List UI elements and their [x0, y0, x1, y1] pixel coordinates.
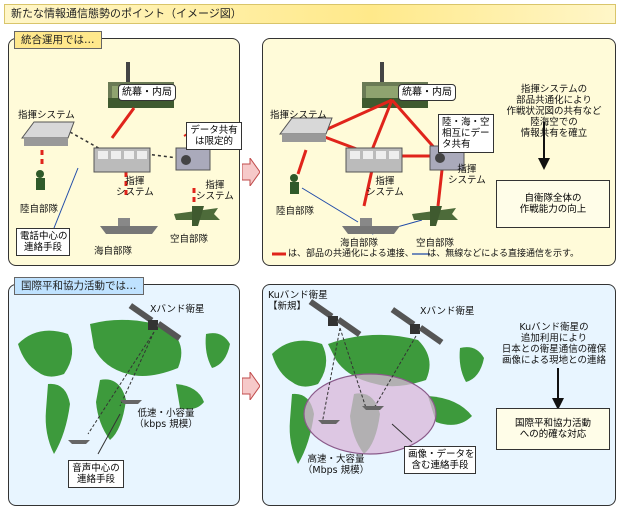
ku-band-satellite-icon — [308, 299, 362, 337]
page-title: 新たな情報通信態勢のポイント（イメージ図） — [4, 4, 616, 24]
peace-explanation: Kuバンド衛星の 追加利用により 日本との衛星通信の確保 画像による現地との連絡 — [501, 322, 607, 366]
cmd-system-label-left: 指揮システム — [270, 110, 327, 121]
ship-icon — [318, 406, 384, 424]
cmd-system-right-icon — [175, 147, 211, 171]
legend-text: は、部品の共通化による連接、 は、無線などによる直接通信を示す。 — [288, 249, 580, 259]
msdf-label-left: 海自部隊 — [94, 246, 133, 257]
asdf-aircraft-icon — [412, 206, 458, 226]
hq-label-right: 統幕・内局 — [398, 84, 456, 101]
peace-result-box: 国際平和協力活動 への的確な対応 — [496, 408, 610, 450]
ship-icon — [68, 400, 142, 444]
phone-note: 電話中心の 連絡手段 — [16, 228, 70, 256]
cmd-system-left-icon — [279, 117, 333, 142]
x-band-satellite-label-right: Xバンド衛星 — [420, 306, 475, 317]
data-sharing-note: データ共有 は限定的 — [186, 122, 242, 150]
x-band-satellite-icon — [128, 303, 182, 341]
gsdf-label-right: 陸自部隊 — [276, 206, 315, 217]
cmd-system-label-mid: 指揮 システム — [116, 176, 154, 198]
cmd-system-mid-icon — [345, 147, 403, 173]
cmd-system-mid-icon — [93, 147, 151, 173]
voice-note: 音声中心の 連絡手段 — [68, 460, 124, 488]
link-hq-cmd — [110, 107, 136, 139]
cmd-system-label-right: 指揮 システム — [196, 180, 234, 202]
transition-arrow-bottom — [242, 372, 260, 400]
transition-arrow-top — [242, 158, 260, 186]
high-speed-label: 高速・大容量 （Mbps 規模） — [302, 454, 370, 476]
ku-band-satellite-label: Kuバンド衛星 【新規】 — [268, 290, 328, 312]
gsdf-soldier-icon — [36, 170, 45, 190]
peace-current-map — [18, 303, 230, 455]
image-note: 画像・データを 含む連絡手段 — [404, 446, 476, 474]
x-band-satellite-label-left: Xバンド衛星 — [150, 304, 205, 315]
gsdf-soldier-icon — [290, 174, 299, 194]
world-map-icon — [18, 319, 230, 454]
gsdf-label-left: 陸自部隊 — [20, 204, 59, 215]
msdf-ship-icon — [100, 218, 158, 234]
peace-future-map — [272, 299, 564, 464]
low-speed-label: 低速・小容量 （kbps 規模） — [134, 408, 198, 430]
cmd-system-label-mid: 指揮 システム — [366, 176, 404, 198]
msdf-label-right: 海自部隊 — [340, 238, 379, 249]
section-joint-label: 統合運用では… — [14, 31, 102, 49]
mutual-sharing-note: 陸・海・空 相互にデー タ共有 — [438, 114, 494, 153]
cmd-system-label-left: 指揮システム — [18, 110, 75, 121]
asdf-label-right: 空自部隊 — [416, 238, 455, 249]
asdf-aircraft-icon — [174, 206, 220, 226]
asdf-label-left: 空自部隊 — [170, 234, 209, 245]
section-peace-label: 国際平和協力活動では… — [14, 277, 144, 295]
joint-result-box: 自衛隊全体の 作戦能力の向上 — [496, 180, 610, 228]
msdf-ship-icon — [342, 218, 400, 234]
x-band-satellite-icon — [390, 307, 444, 345]
cmd-system-left-icon — [21, 121, 75, 146]
joint-explanation: 指揮システムの 部品共通化により 作戦状況図の共有など 陸海空での 情報共有を確… — [506, 84, 602, 139]
cmd-system-label-right: 指揮 システム — [448, 164, 486, 186]
hq-label-left: 統幕・内局 — [118, 84, 176, 101]
